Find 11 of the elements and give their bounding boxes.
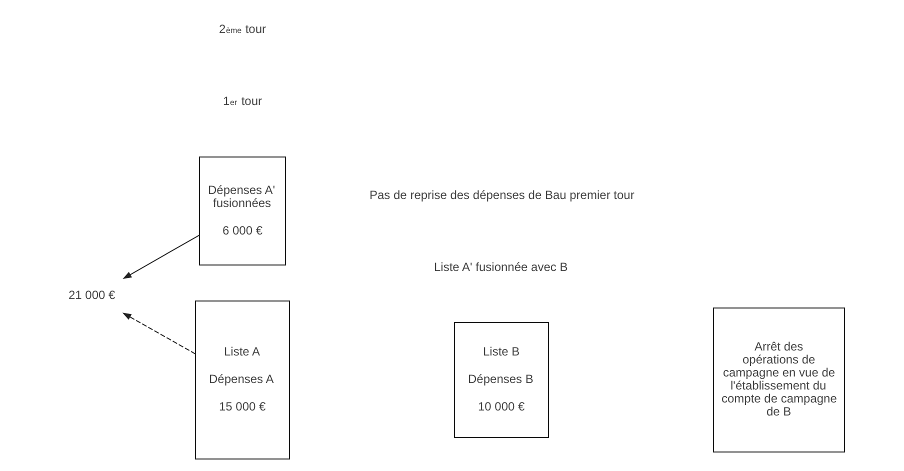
node-box: Arrêt des opérations de campagne en vue de l'établissement du compte de campagne de B (712, 307, 844, 452)
label: 1er tour (222, 94, 262, 108)
label: Liste A' fusionnée avec B (434, 260, 568, 274)
node-box: Liste B Dépenses B 10 000 € (454, 322, 548, 438)
arrow (122, 312, 196, 354)
label: 2ème tour (218, 22, 266, 36)
label: Pas de reprise des dépenses de Bau premier tour (369, 188, 634, 202)
node-box: Dépenses A' fusionnées 6 000 € (198, 156, 286, 265)
node-text: 21 000 € (68, 288, 115, 302)
node-box: Liste A Dépenses A 15 000 € (194, 300, 290, 459)
arrow (122, 234, 200, 279)
